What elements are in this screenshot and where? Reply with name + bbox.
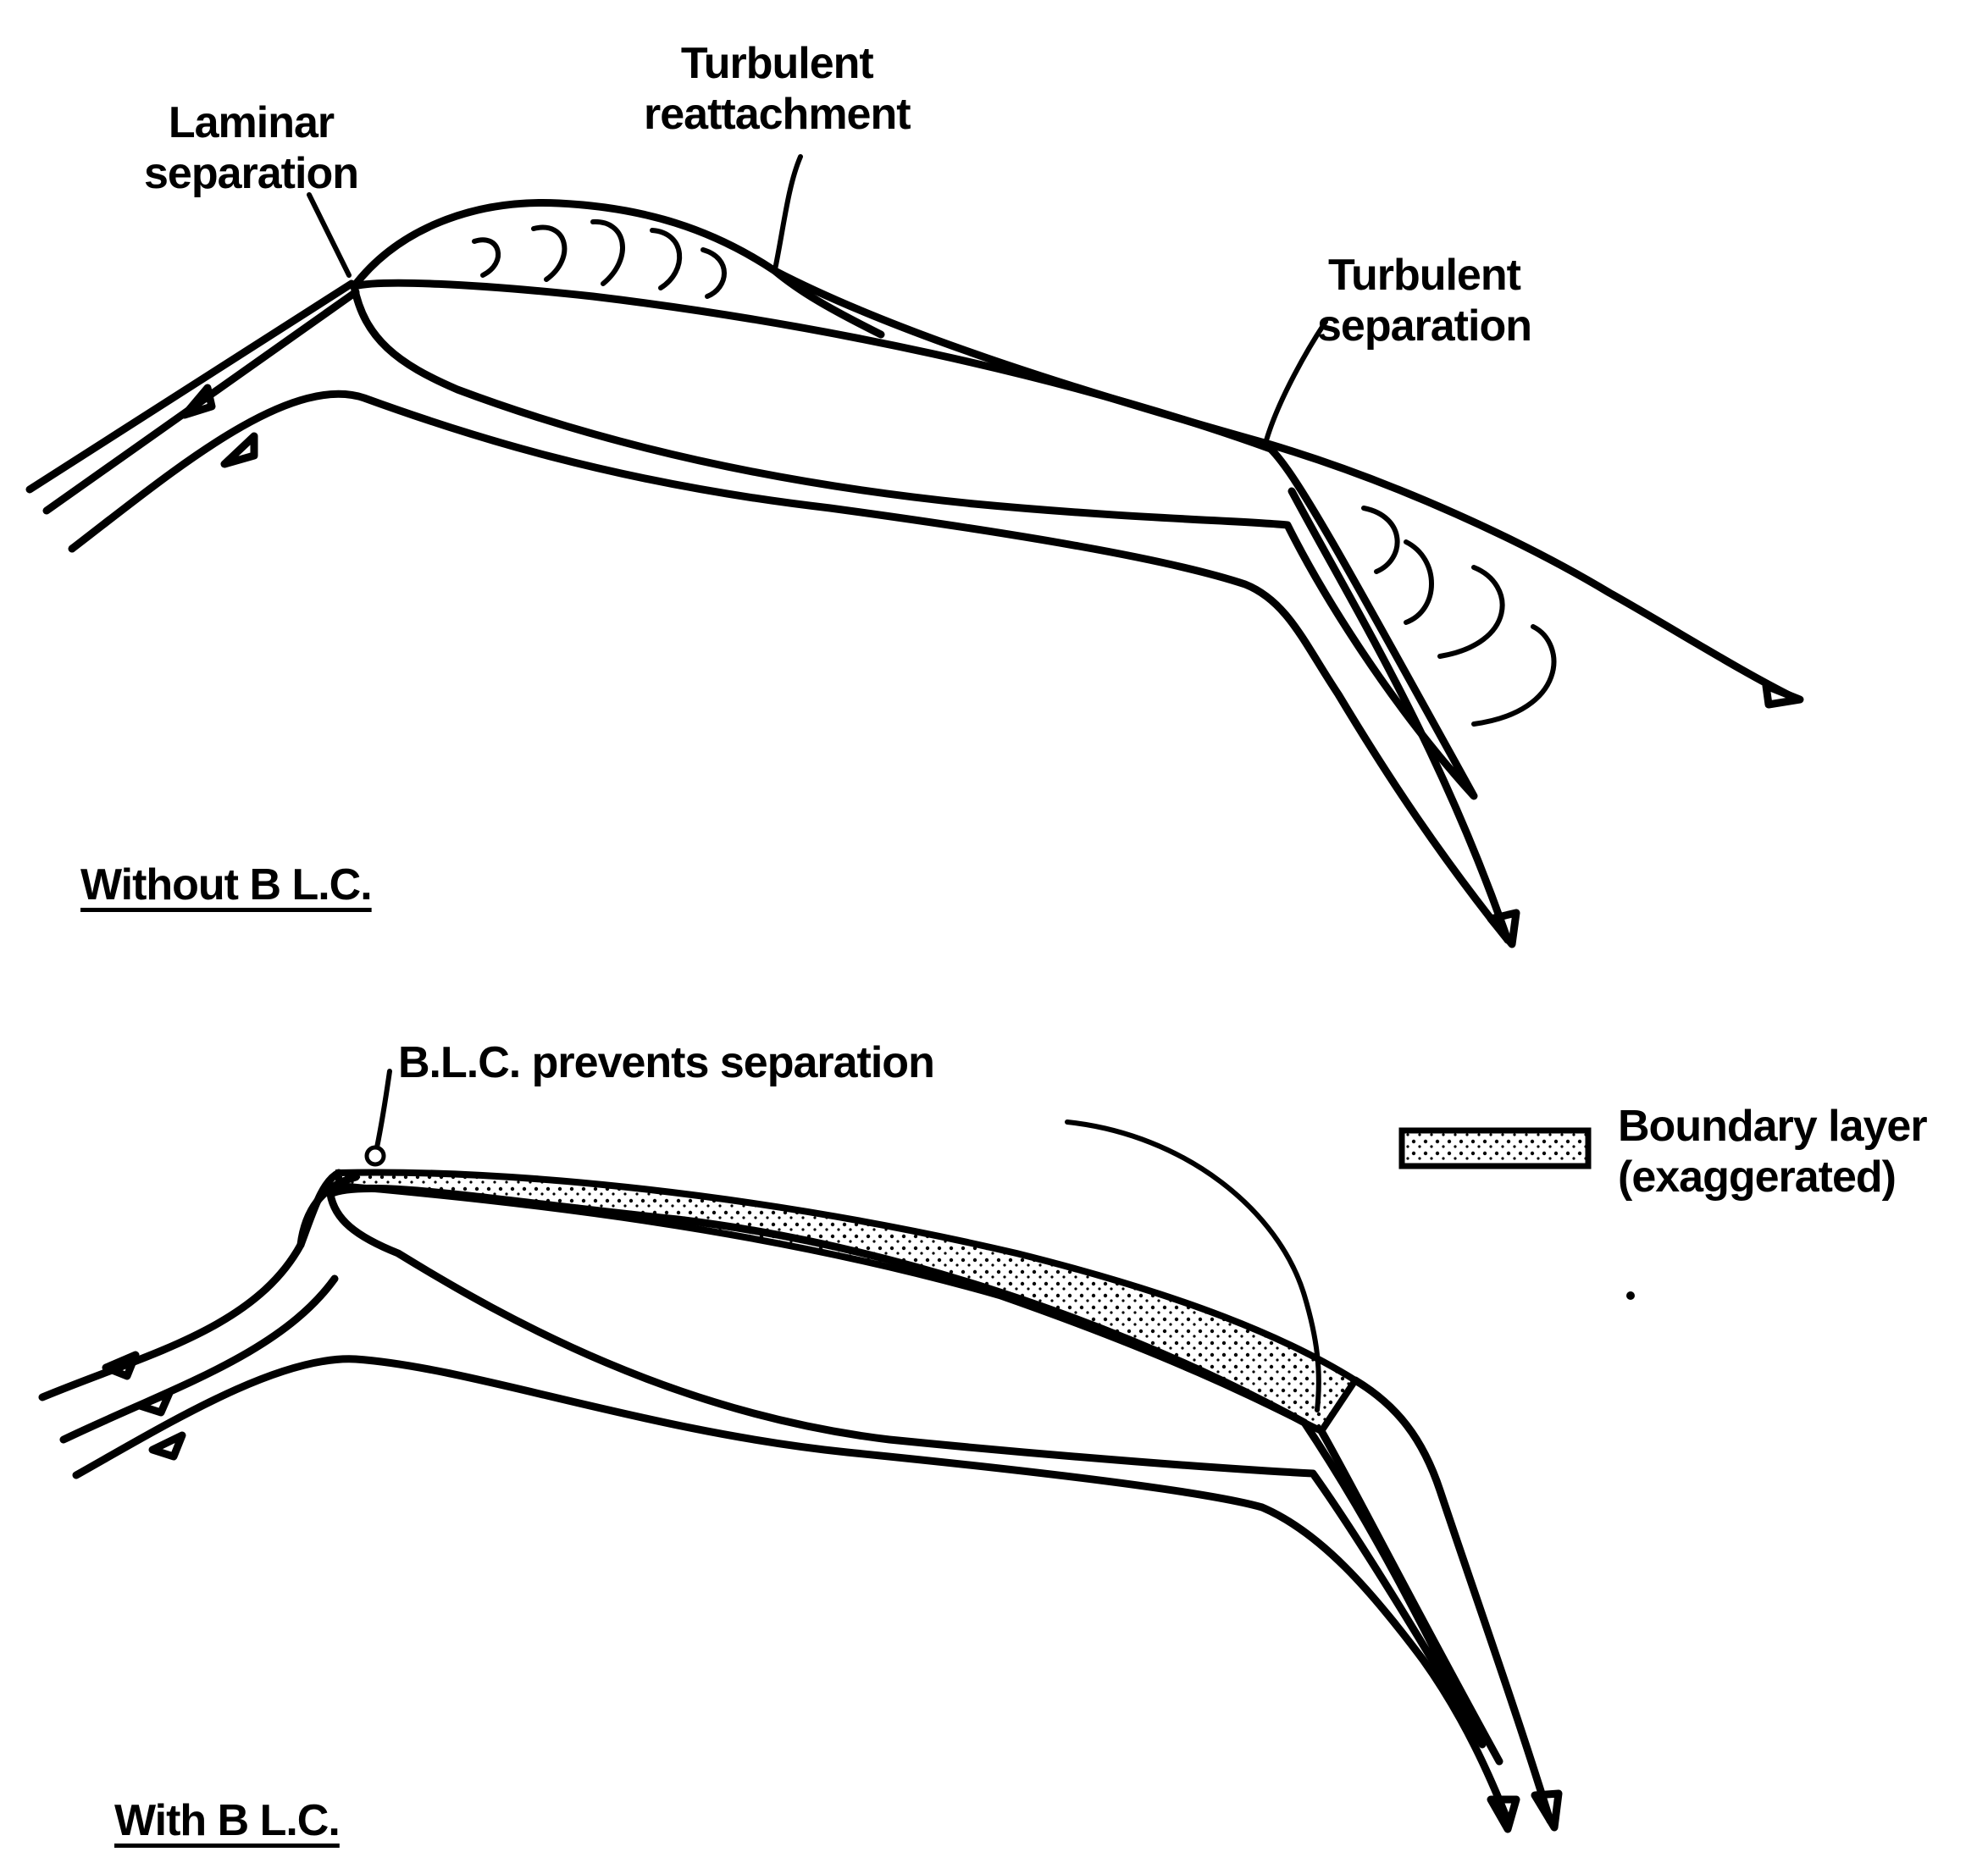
top-trailing-arrowhead: [1491, 913, 1516, 944]
label-laminar-separation: Laminar separation: [144, 97, 358, 199]
caption-with-blc: With B L.C.: [114, 1795, 340, 1846]
top-wake-arrowhead: [1766, 686, 1800, 705]
top-airfoil: [354, 283, 1474, 796]
label-turbulent-separation: Turbulent separation: [1317, 250, 1531, 351]
leader-laminar-separation: [309, 195, 349, 275]
top-upper-streamline: [775, 271, 1796, 699]
bottom-flow-arrowhead-2: [140, 1393, 169, 1412]
bottom-trailing-streamline-1: [1355, 1380, 1550, 1821]
bottom-streamline-lower: [76, 1359, 1508, 1821]
label-blc-prevents-separation: B.L.C. prevents separation: [398, 1037, 934, 1088]
bottom-streamline-middle: [64, 1279, 335, 1440]
leader-blc-left-dot: [367, 1147, 384, 1164]
top-trailing-arrow: [1292, 491, 1508, 940]
legend-dot: [1626, 1291, 1635, 1300]
top-flow-arrowhead-2: [224, 436, 254, 464]
label-turbulent-reattachment: Turbulent reattachment: [644, 38, 911, 140]
leader-turbulent-reattachment: [775, 157, 800, 269]
bottom-panel: [42, 1071, 1559, 1829]
legend: [1402, 1130, 1635, 1300]
legend-swatch: [1402, 1130, 1588, 1166]
bottom-streamline-upper: [42, 1173, 339, 1397]
top-panel: [30, 157, 1800, 944]
bottom-boundary-layer: [339, 1172, 1355, 1431]
leader-blc-left: [377, 1071, 390, 1147]
bottom-flow-arrowhead-3: [152, 1435, 182, 1457]
legend-label: Boundary layer (exaggerated): [1618, 1101, 1927, 1202]
caption-without-blc: Without B L.C.: [80, 860, 372, 910]
